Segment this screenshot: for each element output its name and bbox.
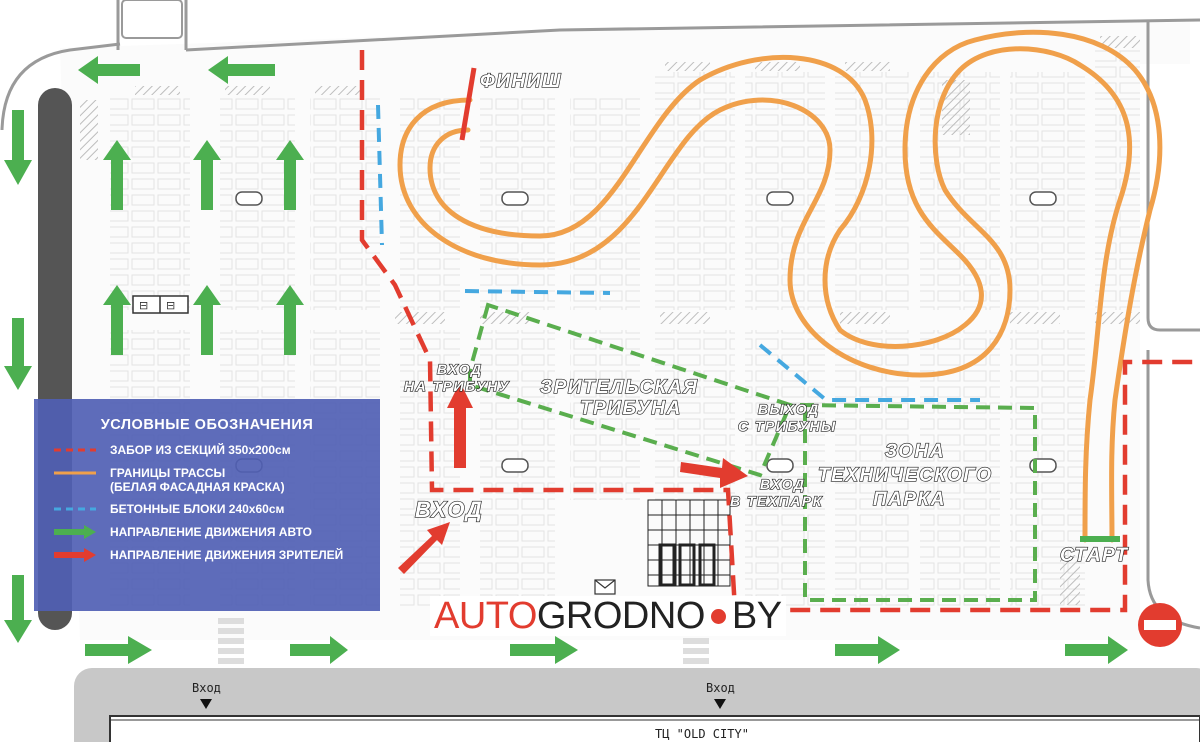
entrance-tech-label-line2: В ТЕХПАРК: [730, 493, 823, 509]
legend-item-car-direction-label: НАПРАВЛЕНИЕ ДВИЖЕНИЯ АВТО: [110, 525, 313, 539]
mall-entrance-2-label: Вход: [706, 681, 735, 695]
legend-item-fence: ЗАБОР ИЗ СЕКЦИЙ 350х200см: [34, 443, 380, 466]
legend-item-track-label-line1: ГРАНИЦЫ ТРАССЫ: [110, 466, 226, 480]
mall-entrance-2-marker: [714, 699, 726, 709]
finish-line: [459, 67, 477, 141]
fence-swatch-icon: [50, 443, 100, 457]
logo-part-by: BY: [731, 594, 782, 637]
stand-label-line1: ЗРИТЕЛЬСКАЯ: [540, 377, 698, 398]
tech-zone-label-line1: ЗОНА: [885, 441, 945, 462]
mall-entrance-1-marker: [200, 699, 212, 709]
legend-item-people-direction: НАПРАВЛЕНИЕ ДВИЖЕНИЯ ЗРИТЕЛЕЙ: [34, 548, 380, 571]
start-line: [1080, 536, 1120, 542]
race-track-boundary: [397, 29, 1163, 543]
concrete-blocks: [376, 104, 980, 402]
entrance-label: ВХОД: [415, 497, 483, 522]
entrance-tech-label-line1: ВХОД: [760, 476, 806, 492]
fence-sections: [359, 50, 1200, 613]
exit-stand-label-line2: С ТРИБУНЫ: [738, 418, 837, 434]
car-arrow-icons: [4, 56, 1128, 664]
stand-label-line2: ТРИБУНА: [580, 398, 682, 419]
exit-stand-label-line1: ВЫХОД: [758, 401, 820, 417]
legend-item-blocks-label: БЕТОННЫЕ БЛОКИ 240х60см: [110, 502, 285, 516]
people-arrow-swatch-icon: [50, 548, 100, 562]
svg-text:⊟: ⊟: [166, 299, 175, 312]
tech-zone-label-line3: ПАРКА: [873, 489, 946, 510]
legend-item-blocks: БЕТОННЫЕ БЛОКИ 240х60см: [34, 502, 380, 525]
start-label: СТАРТ: [1060, 545, 1129, 566]
legend-title: УСЛОВНЫЕ ОБОЗНАЧЕНИЯ: [100, 417, 314, 433]
map-legend: УСЛОВНЫЕ ОБОЗНАЧЕНИЯ ЗАБОР ИЗ СЕКЦИЙ 350…: [34, 399, 380, 611]
tribune-structure: [647, 499, 731, 587]
legend-item-people-direction-label: НАПРАВЛЕНИЕ ДВИЖЕНИЯ ЗРИТЕЛЕЙ: [110, 548, 344, 562]
entrance-stand-label-line1: ВХОД: [437, 361, 483, 377]
mall-entrance-1-label: Вход: [192, 681, 221, 695]
track-swatch-icon: [50, 466, 100, 480]
no-entry-sign-icon: [1138, 603, 1182, 647]
legend-item-fence-label: ЗАБОР ИЗ СЕКЦИЙ 350х200см: [110, 443, 291, 457]
logo-part-auto: AUTO: [434, 594, 537, 637]
mall-name-label: ТЦ "OLD CITY": [655, 727, 749, 741]
people-arrow-icons: [398, 382, 748, 574]
blocks-swatch-icon: [50, 502, 100, 516]
mall-building: [0, 664, 1200, 742]
car-arrow-swatch-icon: [50, 525, 100, 539]
lamp-post-icons: [235, 191, 1057, 473]
legend-item-track: ГРАНИЦЫ ТРАССЫ (БЕЛАЯ ФАСАДНАЯ КРАСКА): [34, 466, 380, 502]
finish-label: ФИНИШ: [480, 71, 562, 92]
cart-icons: ⊟ ⊟: [132, 295, 616, 595]
legend-item-track-label-line2: (БЕЛАЯ ФАСАДНАЯ КРАСКА): [110, 480, 285, 494]
logo-dot: [710, 608, 726, 624]
tribune-and-techpark-outline: [468, 302, 1037, 602]
logo-part-grodno: GRODNO: [536, 594, 706, 637]
tech-zone-label-line2: ТЕХНИЧЕСКОГО: [818, 465, 993, 486]
svg-text:⊟: ⊟: [139, 299, 148, 312]
entrance-stand-label-line2: НА ТРИБУНУ: [404, 378, 510, 394]
legend-item-car-direction: НАПРАВЛЕНИЕ ДВИЖЕНИЯ АВТО: [34, 525, 380, 548]
